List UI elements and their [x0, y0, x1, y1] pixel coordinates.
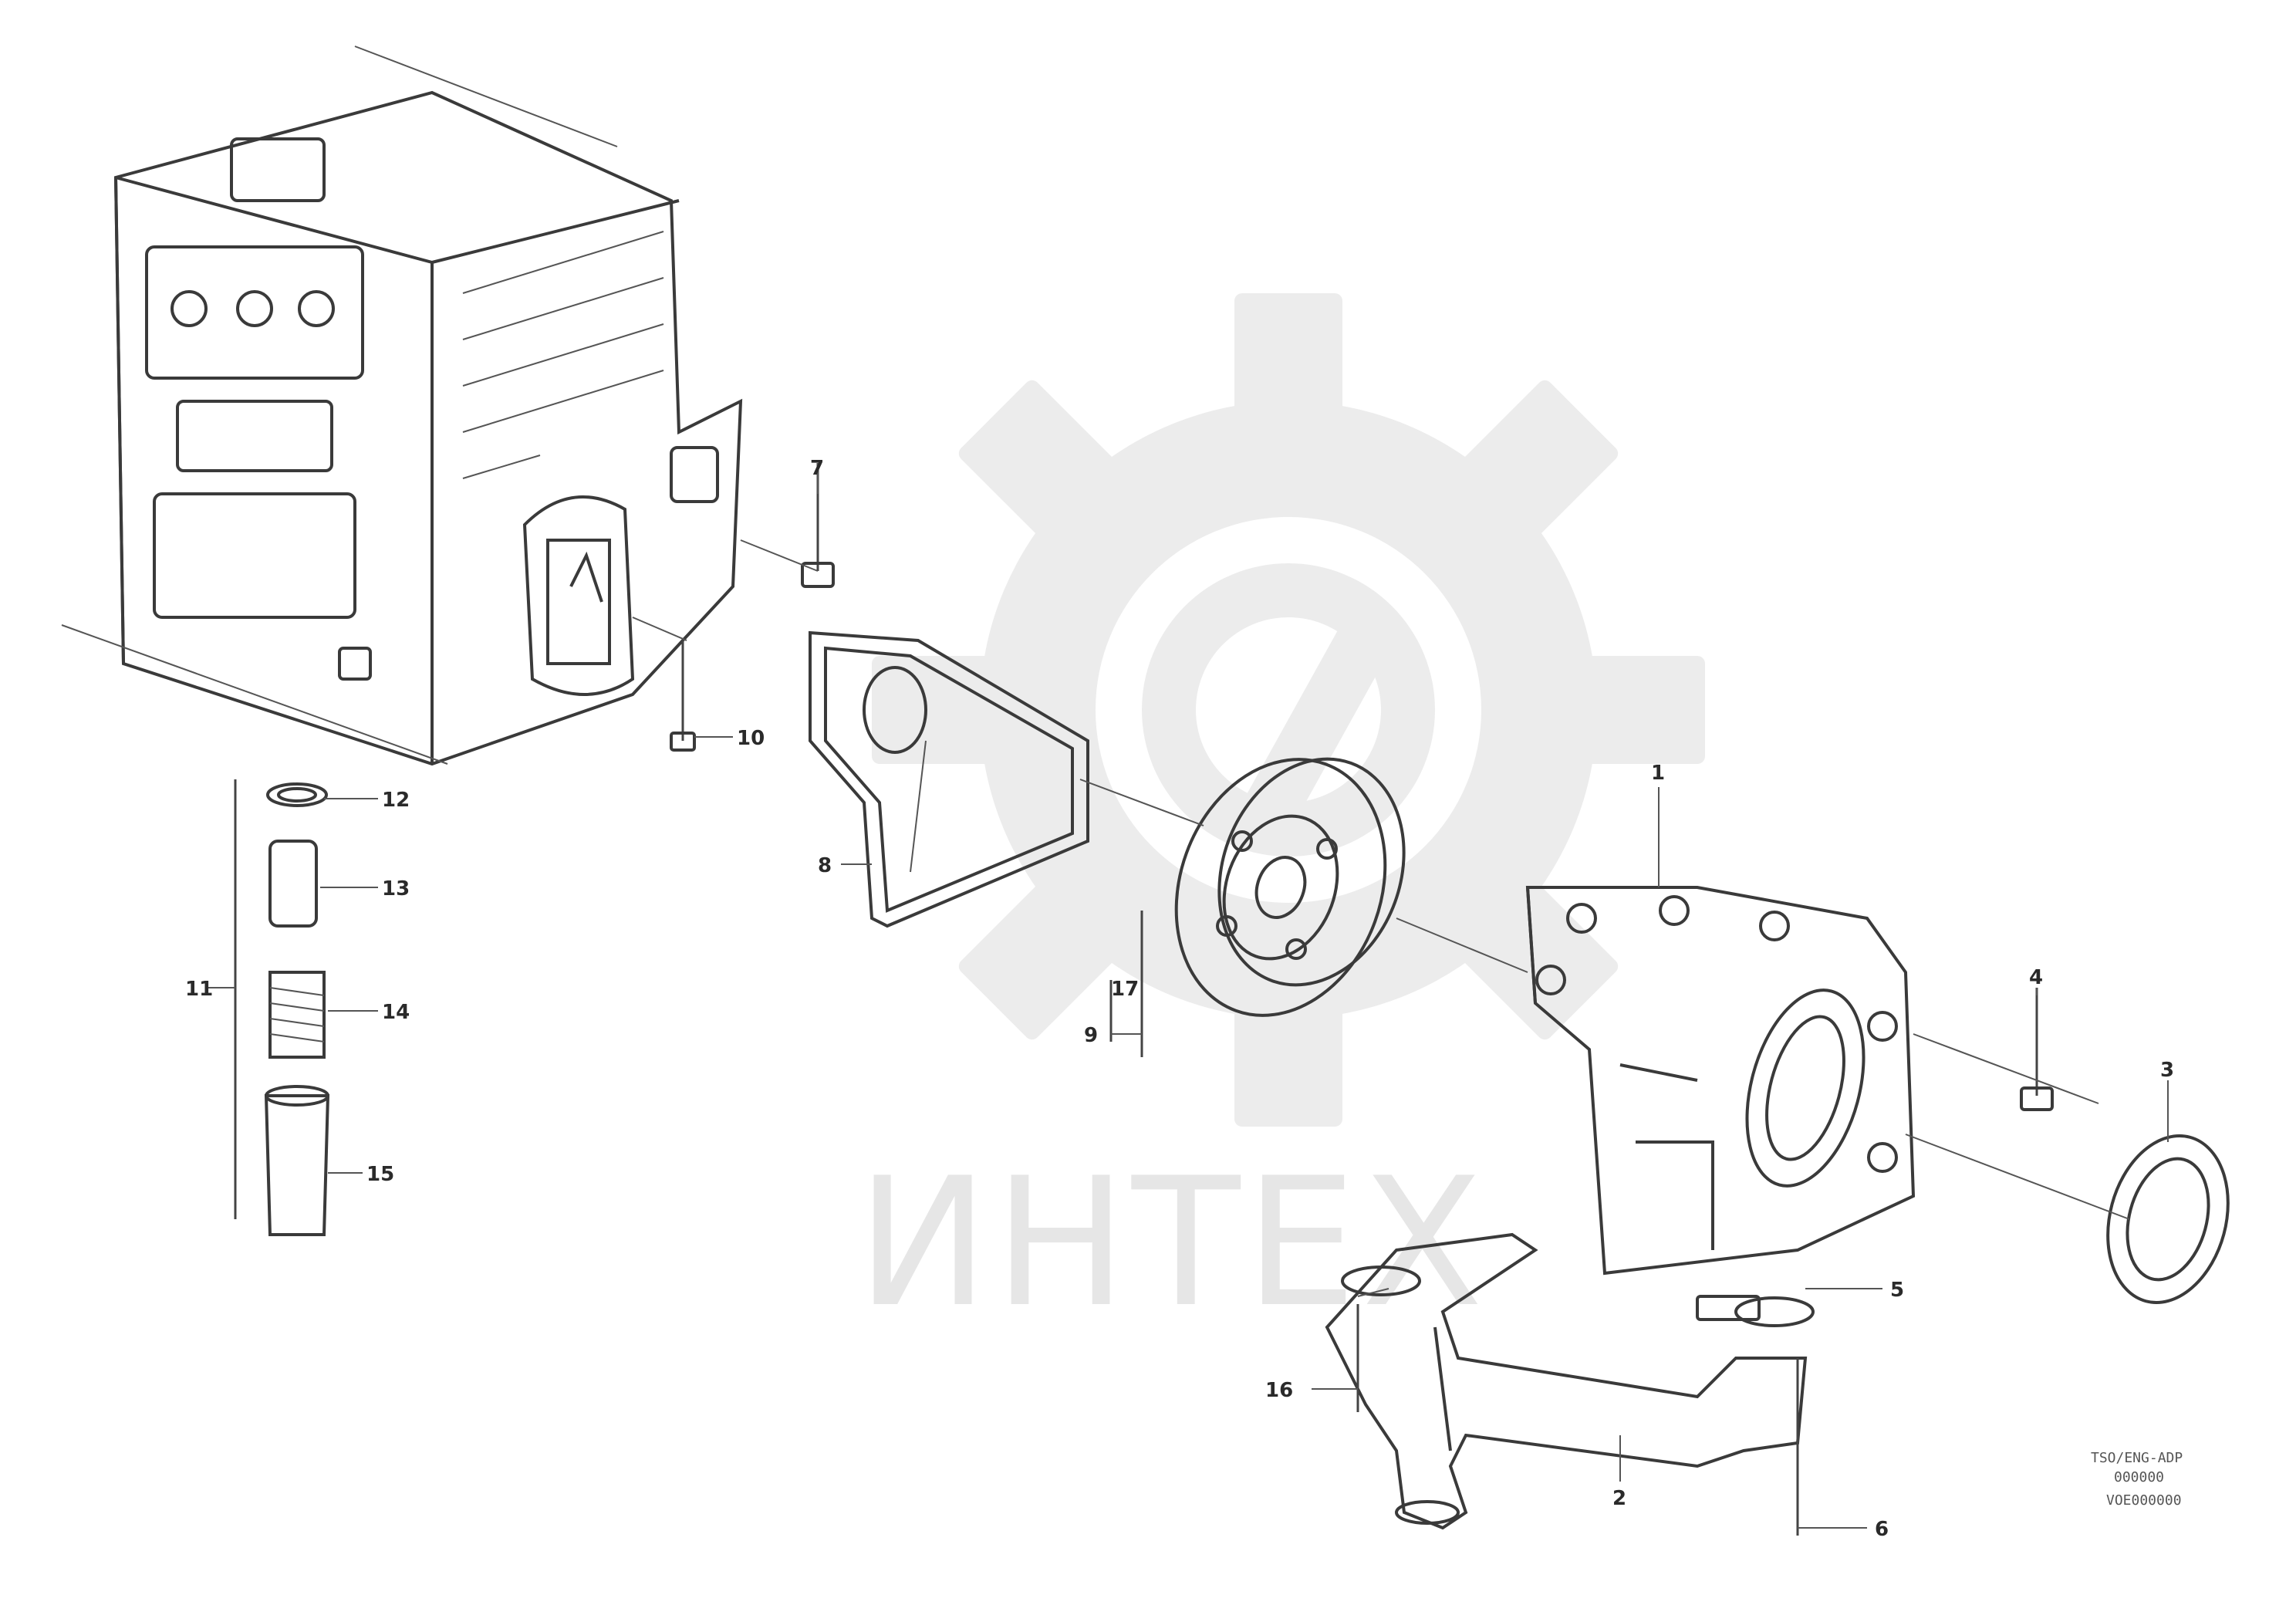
- callout-8: 8: [818, 854, 832, 877]
- watermark-text: ИНТЕХ: [856, 1140, 1487, 1347]
- callout-2: 2: [1612, 1487, 1626, 1510]
- callout-12: 12: [382, 789, 410, 812]
- callout-4: 4: [2029, 966, 2043, 989]
- gear-icon: [872, 293, 1705, 1127]
- callout-leaders: [208, 463, 2169, 1529]
- callout-11: 11: [185, 978, 213, 1001]
- callout-16: 16: [1265, 1379, 1293, 1402]
- callout-13: 13: [382, 877, 410, 901]
- timing-cover-gasket: [809, 630, 1089, 928]
- callout-7: 7: [810, 457, 824, 480]
- relief-valve-stack: [234, 779, 330, 1236]
- callout-10: 10: [737, 727, 765, 750]
- callout-14: 14: [382, 1001, 410, 1024]
- callout-6: 6: [1875, 1518, 1889, 1541]
- callout-5: 5: [1890, 1279, 1904, 1302]
- drawing-code: TSO/ENG-ADP 000000 VOE000000: [2091, 1450, 2183, 1509]
- gear-part: [1174, 757, 1406, 1017]
- callout-3: 3: [2160, 1059, 2174, 1082]
- engine-block: [61, 46, 743, 766]
- drawing-code-line-1: TSO/ENG-ADP: [2091, 1450, 2183, 1466]
- callout-15: 15: [366, 1163, 394, 1186]
- bolts: [670, 463, 2054, 1536]
- shaft-seal: [2106, 1134, 2230, 1305]
- callout-labels: 1 2 3 4 5 6 7 8 9 10 11 12 13 14 15 16 1…: [185, 457, 2174, 1541]
- suction-pipe: [1325, 1232, 1815, 1530]
- drawing-code-line-3: VOE000000: [2106, 1492, 2182, 1509]
- pump-housing: [1525, 886, 1916, 1276]
- watermark: ИНТЕХ: [856, 293, 1705, 1347]
- callout-1: 1: [1651, 762, 1665, 785]
- drawing-code-line-2: 000000: [2114, 1469, 2164, 1485]
- callout-9: 9: [1084, 1024, 1098, 1047]
- callout-17: 17: [1111, 978, 1139, 1001]
- assembly-axis-lines: [632, 539, 2130, 1297]
